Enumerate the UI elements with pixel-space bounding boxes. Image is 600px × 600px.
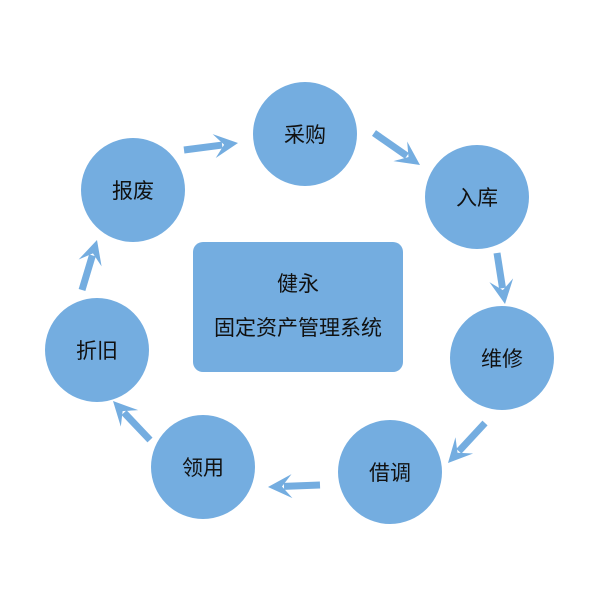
node-storage: 入库 <box>425 145 529 249</box>
node-scrap: 报废 <box>81 138 185 242</box>
arrow-shaft <box>183 141 223 154</box>
arrow-head-icon <box>448 437 474 463</box>
node-requisition: 领用 <box>151 415 255 519</box>
arrow-head-icon <box>268 474 293 499</box>
node-depreciation: 折旧 <box>45 298 149 402</box>
arrow-shaft <box>372 130 409 159</box>
arrow-shaft <box>493 252 506 289</box>
arrow-shaft <box>456 420 488 454</box>
arrow-shaft <box>121 410 153 443</box>
arrow-head-icon <box>113 401 139 427</box>
arrow-head-icon <box>489 278 514 304</box>
center-box: 健永 固定资产管理系统 <box>193 242 403 372</box>
arrow-shaft <box>283 481 321 490</box>
arrow-head-icon <box>212 134 238 158</box>
node-maintenance: 维修 <box>450 306 554 410</box>
center-title: 健永 <box>277 272 319 296</box>
node-purchase: 采购 <box>253 82 357 186</box>
center-subtitle: 固定资产管理系统 <box>214 316 382 340</box>
node-transfer: 借调 <box>338 420 442 524</box>
arrow-shaft <box>78 254 96 292</box>
arrow-head-icon <box>78 240 102 267</box>
arrow-head-icon <box>393 141 420 165</box>
